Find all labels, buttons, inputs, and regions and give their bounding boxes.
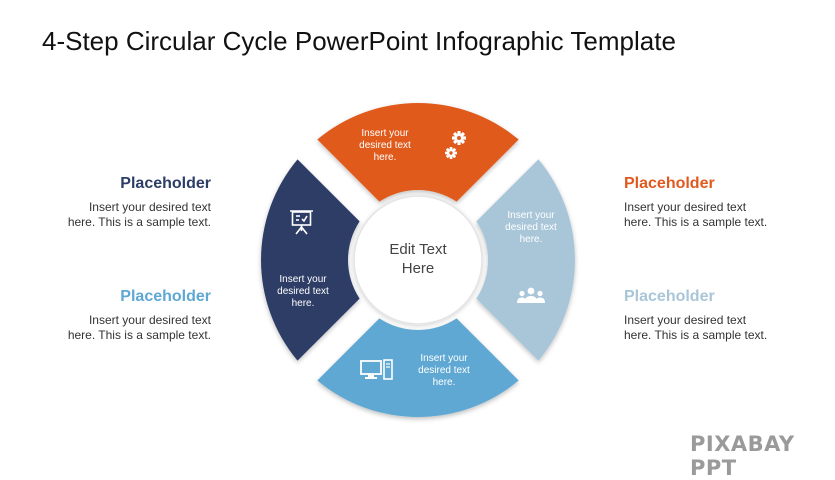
gears-icon xyxy=(445,131,466,159)
left-bottom-text-block: Placeholder Insert your desired text her… xyxy=(21,287,211,343)
body-line: here. This is a sample text. xyxy=(67,215,211,229)
left-top-text-block: Placeholder Insert your desired text her… xyxy=(21,174,211,230)
segment-right-text: Insert your desired text here. xyxy=(496,210,566,246)
center-text-line: Here xyxy=(401,260,435,277)
segment-text-line: Insert your xyxy=(420,353,468,364)
body-line: here. This is a sample text. xyxy=(624,328,768,342)
segment-left-text: Insert your desired text here. xyxy=(268,274,338,310)
cycle-diagram xyxy=(261,103,575,417)
body-line: Insert your desired text xyxy=(624,313,747,327)
segment-bottom-text: Insert your desired text here. xyxy=(409,353,479,389)
body-line: here. This is a sample text. xyxy=(624,215,768,229)
body-line: Insert your desired text xyxy=(88,313,211,327)
body-line: here. This is a sample text. xyxy=(67,328,211,342)
segment-text-line: Insert your xyxy=(279,274,327,285)
right-top-text-block: Placeholder Insert your desired text her… xyxy=(624,174,814,230)
placeholder-heading: Placeholder xyxy=(120,175,211,192)
body-line: Insert your desired text xyxy=(624,200,747,214)
body-line: Insert your desired text xyxy=(88,200,211,214)
center-circle xyxy=(353,195,483,325)
segment-text-line: Insert your xyxy=(507,210,555,221)
segment-text-line: here. xyxy=(373,152,397,163)
segment-left xyxy=(261,159,360,361)
segment-right xyxy=(476,159,575,361)
segment-top xyxy=(317,103,519,202)
placeholder-heading: Placeholder xyxy=(624,175,715,192)
segment-text-line: here. xyxy=(291,298,315,309)
desktop-computer-icon xyxy=(360,359,393,380)
right-bottom-text-block: Placeholder Insert your desired text her… xyxy=(624,287,814,343)
team-icon xyxy=(517,287,545,303)
placeholder-body: Insert your desired text here. This is a… xyxy=(21,200,211,230)
segment-text-line: here. xyxy=(432,377,456,388)
segment-text-line: desired text xyxy=(418,365,470,376)
placeholder-heading: Placeholder xyxy=(120,288,211,305)
center-text: Edit Text Here xyxy=(368,240,468,278)
segment-text-line: here. xyxy=(519,234,543,245)
segment-bottom xyxy=(317,318,519,417)
placeholder-heading: Placeholder xyxy=(624,288,715,305)
segment-text-line: desired text xyxy=(505,222,557,233)
placeholder-body: Insert your desired text here. This is a… xyxy=(624,200,814,230)
slide-title: 4-Step Circular Cycle PowerPoint Infogra… xyxy=(42,26,676,56)
presentation-board-icon xyxy=(290,210,313,235)
segment-top-text: Insert your desired text here. xyxy=(350,128,420,164)
placeholder-body: Insert your desired text here. This is a… xyxy=(21,313,211,343)
watermark-logo: PIXABAY PPT xyxy=(690,432,795,480)
placeholder-body: Insert your desired text here. This is a… xyxy=(624,313,814,343)
segment-text-line: Insert your xyxy=(361,128,409,139)
segment-text-line: desired text xyxy=(277,286,329,297)
center-text-line: Edit Text xyxy=(389,241,447,258)
segment-text-line: desired text xyxy=(359,140,411,151)
